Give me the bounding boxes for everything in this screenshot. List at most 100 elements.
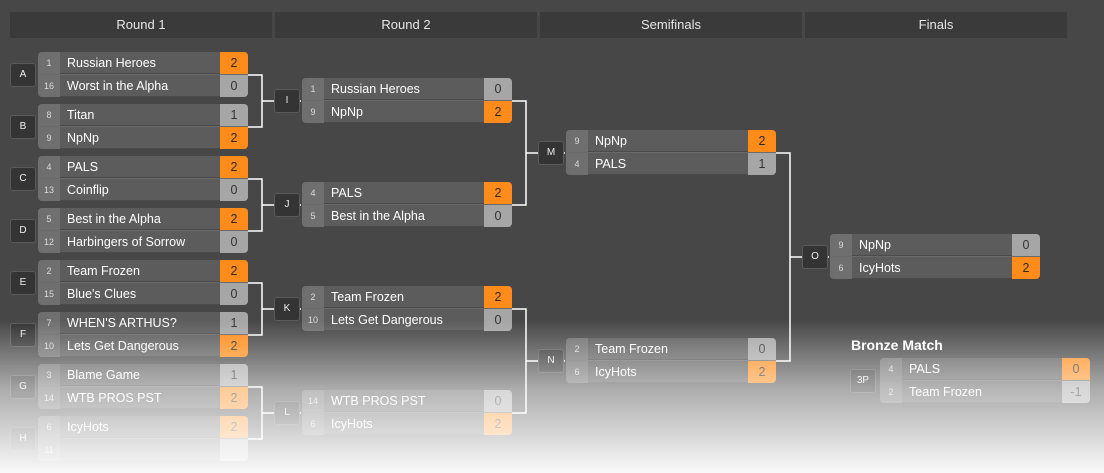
match-label: C xyxy=(10,167,36,191)
team-score: 1 xyxy=(220,104,248,126)
team-slot[interactable]: 9 NpNp 2 xyxy=(302,100,512,123)
team-score: 0 xyxy=(484,78,512,100)
team-score: 2 xyxy=(484,286,512,308)
team-score: 1 xyxy=(220,364,248,386)
match-label: D xyxy=(10,219,36,243)
team-seed: 4 xyxy=(566,153,588,175)
team-score: 2 xyxy=(220,127,248,149)
match-label: E xyxy=(10,271,36,295)
team-seed: 14 xyxy=(38,387,60,409)
team-seed: 2 xyxy=(302,286,324,308)
match-label: B xyxy=(10,115,36,139)
team-name: Team Frozen xyxy=(67,264,140,278)
team-score: 1 xyxy=(220,312,248,334)
team-slot[interactable]: 11 xyxy=(38,438,248,461)
team-seed: 6 xyxy=(38,416,60,438)
team-seed: 9 xyxy=(38,127,60,149)
match-label: H xyxy=(10,427,36,451)
team-slot[interactable]: 2 Team Frozen 2 xyxy=(302,286,512,308)
match-label: K xyxy=(274,297,300,321)
team-score: 2 xyxy=(484,101,512,123)
team-seed: 6 xyxy=(302,413,324,435)
team-name: Coinflip xyxy=(67,183,109,197)
team-seed: 7 xyxy=(38,312,60,334)
team-slot[interactable]: 2 Team Frozen -1 xyxy=(880,380,1090,403)
team-score: 0 xyxy=(484,309,512,331)
team-name: WTB PROS PST xyxy=(331,394,426,408)
team-seed: 2 xyxy=(880,381,902,403)
round-header-finals: Finals xyxy=(805,12,1067,38)
team-score: -1 xyxy=(1062,381,1090,403)
team-seed: 2 xyxy=(38,260,60,282)
team-seed: 10 xyxy=(38,335,60,357)
team-score: 0 xyxy=(484,390,512,412)
team-name: IcyHots xyxy=(331,417,373,431)
team-score: 2 xyxy=(220,260,248,282)
team-slot[interactable]: 2 Team Frozen 2 xyxy=(38,260,248,282)
team-seed: 9 xyxy=(302,101,324,123)
team-name: Team Frozen xyxy=(909,385,982,399)
team-name: PALS xyxy=(909,362,941,376)
team-name: Blue's Clues xyxy=(67,287,137,301)
team-seed: 13 xyxy=(38,179,60,201)
team-slot[interactable]: 16 Worst in the Alpha 0 xyxy=(38,74,248,97)
team-seed: 14 xyxy=(302,390,324,412)
team-name: WTB PROS PST xyxy=(67,391,162,405)
match-label: M xyxy=(538,141,564,165)
bronze-match-title: Bronze Match xyxy=(851,337,943,353)
team-seed: 6 xyxy=(566,361,588,383)
team-name: Worst in the Alpha xyxy=(67,79,169,93)
team-score: 2 xyxy=(220,52,248,74)
team-name: Russian Heroes xyxy=(331,82,420,96)
team-score: 0 xyxy=(220,75,248,97)
team-name: NpNp xyxy=(331,105,363,119)
team-slot[interactable]: 14 WTB PROS PST 0 xyxy=(302,390,512,412)
team-name: Team Frozen xyxy=(331,290,404,304)
team-seed: 16 xyxy=(38,75,60,97)
match-label: O xyxy=(802,245,828,269)
team-name: IcyHots xyxy=(595,365,637,379)
team-seed: 10 xyxy=(302,309,324,331)
